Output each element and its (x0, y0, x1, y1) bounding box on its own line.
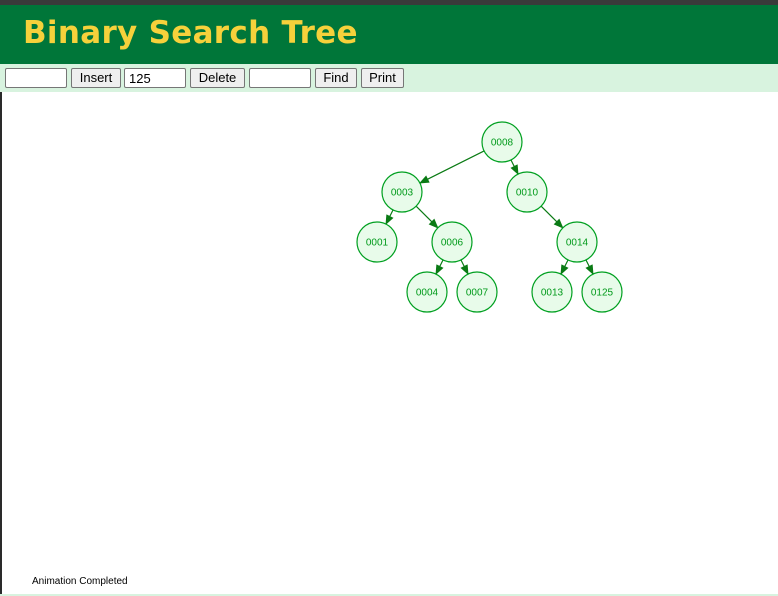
tree-node-label: 0010 (516, 188, 539, 199)
tree-node-circle (456, 271, 498, 313)
tree-edge-0003-0001 (385, 209, 394, 226)
tree-node-0125: 0125 (581, 271, 623, 313)
tree-node-circle (381, 171, 423, 213)
tree-node-label: 0125 (591, 288, 614, 299)
delete-button[interactable]: Delete (190, 68, 245, 88)
header-bar: Binary Search Tree (0, 5, 778, 64)
insert-input[interactable] (5, 68, 67, 88)
tree-edge-0014-0013 (560, 259, 569, 276)
tree-node-0014: 0014 (556, 221, 598, 263)
window-top-border (0, 0, 778, 5)
tree-node-0003: 0003 (381, 171, 423, 213)
tree-node-label: 0001 (366, 238, 389, 249)
tree-edge-0008-0003 (418, 150, 485, 184)
tree-node-0004: 0004 (406, 271, 448, 313)
tree-node-0006: 0006 (431, 221, 473, 263)
bottom-border (0, 594, 778, 596)
tree-edge-0008-0010 (510, 159, 519, 176)
tree-node-label: 0007 (466, 288, 489, 299)
tree-edge-0006-0004 (435, 259, 444, 276)
control-toolbar: Insert Delete Find Print (0, 64, 778, 92)
tree-canvas: 0008 0003 0010 0001 0006 0014 0004 0007 0013 0125 (356, 121, 623, 313)
tree-node-0008: 0008 (481, 121, 523, 163)
tree-node-circle (481, 121, 523, 163)
tree-node-0001: 0001 (356, 221, 398, 263)
tree-node-circle (356, 221, 398, 263)
page-title: Binary Search Tree (23, 15, 358, 51)
left-border (0, 92, 2, 596)
tree-edge-0006-0007 (460, 259, 469, 276)
tree-node-circle (431, 221, 473, 263)
status-message: Animation Completed (32, 576, 128, 587)
tree-node-0007: 0007 (456, 271, 498, 313)
tree-node-label: 0004 (416, 288, 439, 299)
tree-nodes: 0008 0003 0010 0001 0006 0014 0004 0007 0013 0125 (356, 121, 623, 313)
tree-node-0013: 0013 (531, 271, 573, 313)
tree-node-label: 0014 (566, 238, 589, 249)
tree-node-label: 0008 (491, 138, 514, 149)
find-button[interactable]: Find (315, 68, 357, 88)
tree-node-circle (556, 221, 598, 263)
tree-node-label: 0003 (391, 188, 414, 199)
tree-node-circle (506, 171, 548, 213)
tree-node-0010: 0010 (506, 171, 548, 213)
tree-edge-0010-0014 (540, 205, 564, 229)
tree-edge-0014-0125 (585, 259, 594, 276)
find-input[interactable] (249, 68, 311, 88)
insert-button[interactable]: Insert (71, 68, 121, 88)
tree-edges (385, 150, 594, 276)
delete-input[interactable] (124, 68, 186, 88)
print-button[interactable]: Print (361, 68, 404, 88)
tree-node-circle (406, 271, 448, 313)
tree-edge-0003-0006 (415, 205, 439, 229)
tree-node-circle (531, 271, 573, 313)
tree-node-label: 0013 (541, 288, 564, 299)
tree-node-label: 0006 (441, 238, 464, 249)
tree-node-circle (581, 271, 623, 313)
